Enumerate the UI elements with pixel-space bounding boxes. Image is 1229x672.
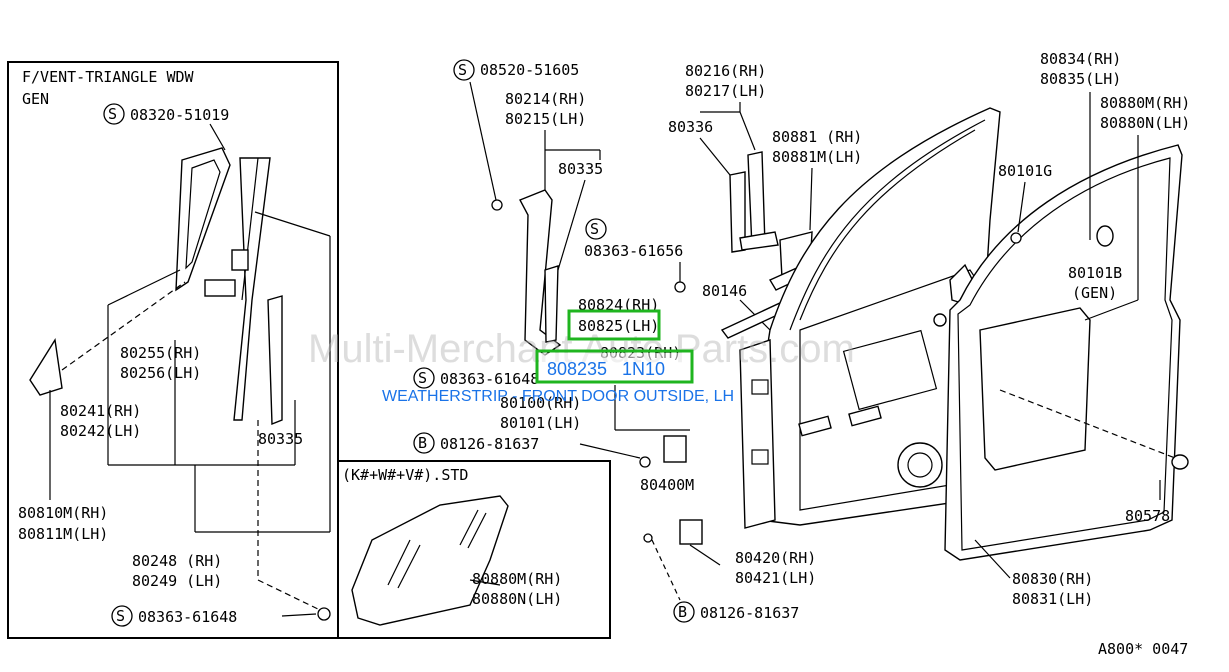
- screw-symbol: [103, 103, 125, 125]
- part-label-80256[interactable]: 80256(LH): [120, 364, 201, 382]
- part-highlight[interactable]: 808235 1N10 WEATHERSTRIP - FRONT DOOR OU…: [382, 309, 734, 405]
- part-label-80830[interactable]: 80830(RH): [1012, 570, 1093, 588]
- bolt-symbol: [673, 601, 695, 623]
- highlight-box-808235[interactable]: [535, 349, 694, 384]
- inset-std-glass: (K#+W#+V#).STD 80880M(RH) 80880N(LH): [337, 460, 611, 639]
- inset-std-title: (K#+W#+V#).STD: [342, 466, 468, 484]
- part-label-80215[interactable]: 80215(LH): [505, 110, 586, 128]
- upper-hinge: [663, 435, 687, 463]
- part-label-08126-81637-lower[interactable]: 08126-81637: [700, 604, 799, 622]
- part-label-08363-61656[interactable]: 08363-61656: [584, 242, 683, 260]
- part-label-80825[interactable]: 80825(LH): [578, 317, 659, 335]
- channel-runner: [544, 265, 559, 343]
- bolt-symbol-letter: B: [418, 434, 427, 452]
- part-label-80216[interactable]: 80216(RH): [685, 62, 766, 80]
- part-label-80248[interactable]: 80248 (RH): [132, 552, 222, 570]
- part-label-80242[interactable]: 80242(LH): [60, 422, 141, 440]
- part-label-80831[interactable]: 80831(LH): [1012, 590, 1093, 608]
- screw-symbol-letter: S: [116, 607, 125, 625]
- inset-vent-triangle: F/VENT-TRIANGLE WDW GEN S 08320-51019 80…: [7, 61, 339, 639]
- part-label-80881M[interactable]: 80881M(LH): [772, 148, 862, 166]
- part-label-80420[interactable]: 80420(RH): [735, 549, 816, 567]
- part-label-80880N-std[interactable]: 80880N(LH): [472, 590, 562, 608]
- part-label-80241[interactable]: 80241(RH): [60, 402, 141, 420]
- plug: [1171, 454, 1189, 470]
- part-label-gen[interactable]: (GEN): [1072, 284, 1117, 302]
- inset-vent-title: F/VENT-TRIANGLE WDW: [22, 68, 195, 86]
- part-label-80835[interactable]: 80835(LH): [1040, 70, 1121, 88]
- division-bar: [267, 295, 283, 426]
- part-label-80336[interactable]: 80336: [668, 118, 713, 136]
- part-label-80880N[interactable]: 80880N(LH): [1100, 114, 1190, 132]
- part-label-80146[interactable]: 80146: [702, 282, 747, 300]
- bolt-symbol-letter: B: [678, 603, 687, 621]
- speaker-hole: [897, 442, 943, 488]
- part-label-08320-51019[interactable]: 08320-51019: [130, 106, 229, 124]
- part-label-80214[interactable]: 80214(RH): [505, 90, 586, 108]
- inset-vent-frame: [7, 61, 339, 639]
- highlight-box-80825[interactable]: [567, 309, 661, 341]
- highlight-part-number[interactable]: 808235: [547, 359, 607, 379]
- screw-part: [317, 607, 331, 621]
- part-label-80400M[interactable]: 80400M: [640, 476, 694, 494]
- screw-symbol: [111, 605, 133, 627]
- part-label-80255[interactable]: 80255(RH): [120, 344, 201, 362]
- part-label-80101G[interactable]: 80101G: [998, 162, 1052, 180]
- part-label-08363-61648-main[interactable]: 08363-61648: [440, 370, 539, 388]
- diagram-code: A800* 0047: [1098, 640, 1188, 658]
- part-label-08126-81637-upper[interactable]: 08126-81637: [440, 435, 539, 453]
- vent-pivot: [204, 279, 236, 297]
- door-front-edge: [739, 339, 776, 529]
- vent-frame-channel: [233, 157, 271, 421]
- screw-symbol-letter: S: [108, 105, 117, 123]
- inset-vent-subtitle: GEN: [22, 90, 49, 108]
- part-label-80335-inset[interactable]: 80335: [258, 430, 303, 448]
- screw-symbol: [453, 59, 475, 81]
- part-label-80811M[interactable]: 80811M(LH): [18, 525, 108, 543]
- weatherstrip-seal-group: 80834(RH) 80835(LH) 80880M(RH) 80880N(LH…: [944, 50, 1190, 608]
- screw-symbol: [585, 218, 607, 240]
- screw-symbol-letter: S: [590, 220, 599, 238]
- part-label-80335-main[interactable]: 80335: [558, 160, 603, 178]
- inset-std-frame: [337, 460, 611, 639]
- part-label-80100[interactable]: 80100(RH): [500, 394, 581, 412]
- part-label-80881[interactable]: 80881 (RH): [772, 128, 862, 146]
- sash-channel: [519, 189, 562, 356]
- part-label-80101[interactable]: 80101(LH): [500, 414, 581, 432]
- main-channel-group: S 08520-51605 80214(RH) 80215(LH) 80335 …: [413, 59, 816, 623]
- part-label-80421[interactable]: 80421(LH): [735, 569, 816, 587]
- vent-glass: [175, 147, 231, 292]
- screw-symbol: [413, 367, 435, 389]
- highlight-part-suffix[interactable]: 1N10: [622, 359, 665, 379]
- bolt-symbol: [413, 432, 435, 454]
- part-label-80249[interactable]: 80249 (LH): [132, 572, 222, 590]
- part-label-80880M[interactable]: 80880M(RH): [1100, 94, 1190, 112]
- part-label-08520-51605[interactable]: 08520-51605: [480, 61, 579, 79]
- part-label-08363-61648-inset[interactable]: 08363-61648: [138, 608, 237, 626]
- lower-hinge: [679, 519, 703, 545]
- grommet: [1096, 225, 1114, 247]
- highlight-description[interactable]: WEATHERSTRIP - FRONT DOOR OUTSIDE, LH: [382, 388, 734, 405]
- part-label-80578[interactable]: 80578: [1125, 507, 1170, 525]
- part-label-80880M-std[interactable]: 80880M(RH): [472, 570, 562, 588]
- part-label-80834[interactable]: 80834(RH): [1040, 50, 1121, 68]
- part-label-80810M[interactable]: 80810M(RH): [18, 504, 108, 522]
- screw-symbol-letter: S: [458, 61, 467, 79]
- sealing-screen: [979, 307, 1091, 471]
- triangle-seal: [29, 338, 63, 396]
- vent-latch: [231, 249, 249, 271]
- part-label-80217[interactable]: 80217(LH): [685, 82, 766, 100]
- part-label-80101B[interactable]: 80101B: [1068, 264, 1122, 282]
- screw-symbol-letter: S: [418, 369, 427, 387]
